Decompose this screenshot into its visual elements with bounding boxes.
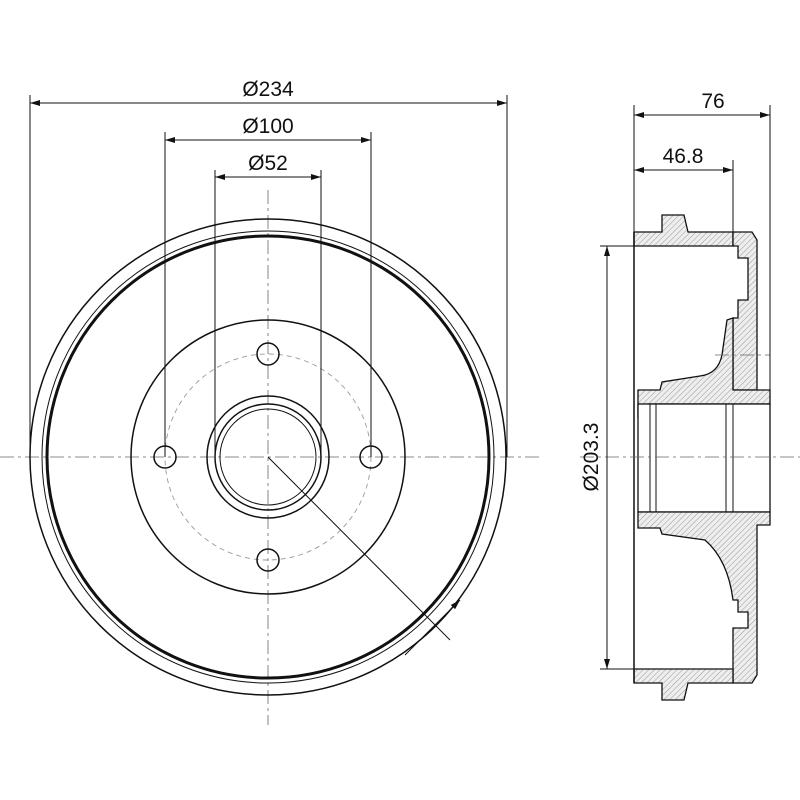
braking-surface bbox=[45, 234, 491, 680]
dim-total-width-label: 76 bbox=[701, 90, 724, 113]
front-dimensions: Ø234 Ø100 Ø52 bbox=[29, 78, 508, 457]
side-dimensions: 76 46.8 Ø203.3 bbox=[580, 90, 771, 670]
bolt-hole bbox=[256, 342, 280, 366]
hub-plate bbox=[130, 319, 406, 595]
dim-center-bore-label: Ø52 bbox=[248, 152, 288, 175]
center-bore-inner bbox=[219, 408, 317, 506]
front-view bbox=[0, 190, 540, 725]
dim-hub-offset-label: 46.8 bbox=[663, 145, 704, 168]
section-leader bbox=[267, 456, 451, 641]
drum-rim-edge bbox=[41, 230, 495, 684]
bolt-hole bbox=[256, 548, 280, 572]
side-section-view bbox=[580, 214, 800, 701]
dim-bolt-circle-label: Ø100 bbox=[242, 115, 293, 138]
dim-braking-diameter-label: Ø203.3 bbox=[580, 423, 603, 492]
dim-outer-label: Ø234 bbox=[242, 78, 294, 101]
hub-collar bbox=[206, 395, 330, 519]
section-arrow bbox=[404, 599, 461, 656]
